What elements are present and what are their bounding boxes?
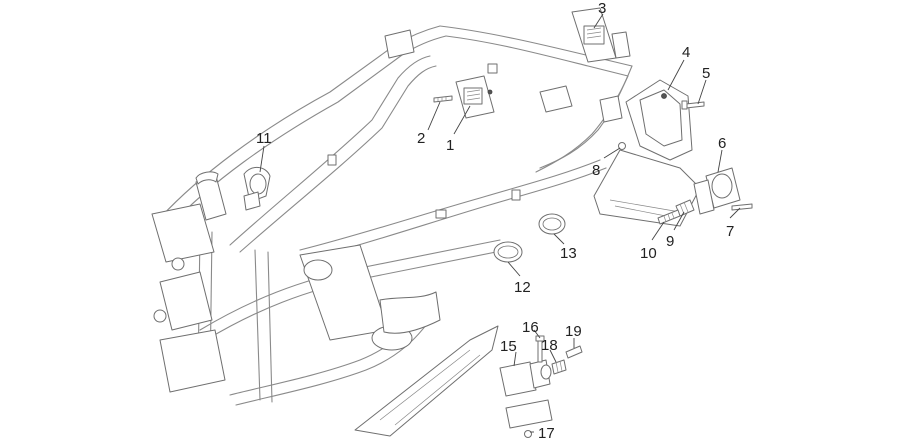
callout-1: 1 xyxy=(446,137,454,154)
callout-13: 13 xyxy=(560,245,577,262)
callout-18: 18 xyxy=(541,337,558,354)
part-2-bolt xyxy=(433,95,453,103)
part-15-actuator xyxy=(499,359,552,397)
part-19-pin xyxy=(565,345,583,359)
callout-6: 6 xyxy=(718,135,726,152)
part-17-bracket xyxy=(505,399,553,438)
callout-15: 15 xyxy=(500,338,517,355)
callout-16: 16 xyxy=(522,319,539,336)
callout-17: 17 xyxy=(538,425,555,441)
callout-7: 7 xyxy=(726,223,734,240)
part-10-pin xyxy=(657,209,681,225)
part-11-clamp xyxy=(243,167,271,211)
callout-10: 10 xyxy=(640,245,657,262)
part-1-bracket xyxy=(455,75,495,119)
part-16-bolt xyxy=(535,335,545,363)
part-8-screw xyxy=(618,142,626,150)
leader-lines xyxy=(259,13,741,433)
callout-19: 19 xyxy=(565,323,582,340)
part-7-bolt xyxy=(731,203,753,211)
part-3-bracket xyxy=(571,7,631,63)
callout-4: 4 xyxy=(682,44,690,61)
part-5-bolt xyxy=(681,100,705,110)
main-frame xyxy=(151,25,633,437)
part-12-clip xyxy=(493,241,523,263)
part-18-spring xyxy=(551,359,567,375)
callout-9: 9 xyxy=(666,233,674,250)
part-13-clip xyxy=(538,213,566,235)
part-4-mudguard xyxy=(593,79,701,227)
callout-8: 8 xyxy=(592,162,600,179)
callout-2: 2 xyxy=(417,130,425,147)
callout-labels: 1 2 3 4 5 6 7 8 9 10 11 12 13 15 16 17 1… xyxy=(256,0,734,441)
callout-3: 3 xyxy=(598,0,606,17)
callout-12: 12 xyxy=(514,279,531,296)
part-6-hinge xyxy=(693,167,741,215)
callout-5: 5 xyxy=(702,65,710,82)
callout-11: 11 xyxy=(256,130,272,147)
